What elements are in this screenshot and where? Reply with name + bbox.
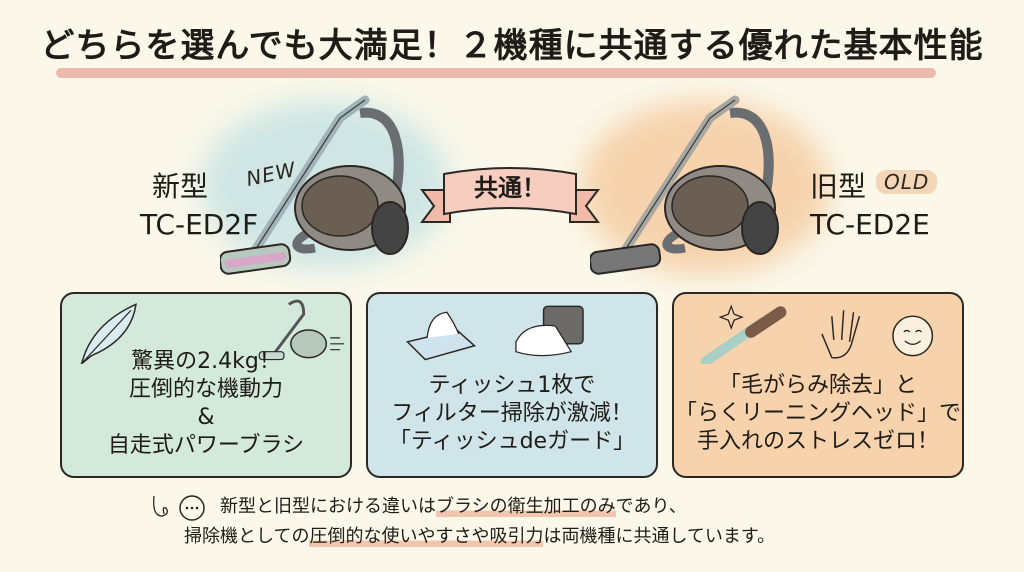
card-line: 「毛がらみ除去」と — [718, 373, 917, 398]
card-text: ティッシュ1枚で フィルター掃除が激減！ 「ティッシュdeガード」 — [368, 372, 656, 456]
ribbon-banner-icon — [420, 167, 600, 223]
card-line: 驚異の2.4kg！ — [131, 349, 281, 374]
filter-with-tissue-icon — [515, 305, 584, 357]
card-icons — [405, 305, 584, 361]
vacuum-cleaner-icon — [590, 95, 779, 275]
card-icons — [80, 299, 345, 364]
card-line: ティッシュ1枚で — [428, 373, 596, 398]
feature-card-lightweight: 驚異の2.4kg！ 圧倒的な機動力 & 自走式パワーブラシ — [60, 292, 352, 478]
new-model-kind: 新型 — [152, 170, 209, 203]
feather-icon — [80, 303, 137, 364]
new-model-code: TC-ED2F — [140, 208, 259, 241]
old-model-kind: 旧型 — [810, 170, 867, 203]
card-line: & — [197, 405, 215, 430]
feature-card-tissue-guard: ティッシュ1枚で フィルター掃除が激減！ 「ティッシュdeガード」 — [366, 292, 658, 478]
curl-decoration-icon — [153, 495, 168, 517]
speech-bubble-icon — [179, 495, 205, 521]
header: どちらを選んでも大満足！２機種に共通する優れた基本性能 — [0, 22, 1024, 70]
common-ribbon-label: 共通！ — [474, 174, 546, 202]
sparkle-icon — [718, 304, 744, 330]
title-underline — [56, 68, 936, 78]
card-line: 手入れのストレスゼロ！ — [696, 429, 939, 454]
note-icons — [153, 495, 205, 521]
vacuum-cleaner-icon — [220, 95, 409, 275]
footnote: 新型と旧型における違いはブラシの衛生加工のみであり、 掃除機としての圧倒的な使い… — [150, 492, 930, 552]
card-line: 圧倒的な機動力 — [128, 377, 283, 402]
feature-card-easy-maintenance: 「毛がらみ除去」と 「らくリーニングヘッド」で 手入れのストレスゼロ！ — [672, 292, 964, 478]
vacuum-moving-icon — [258, 299, 345, 361]
new-model-label: 新型 TC-ED2F — [140, 168, 258, 244]
hairbrush-icon — [700, 306, 787, 364]
card-icons — [700, 304, 934, 364]
old-model-code: TC-ED2E — [810, 208, 930, 241]
note-highlight: 圧倒的な使いやすさや吸引力 — [309, 526, 544, 547]
old-badge: OLD — [876, 170, 938, 194]
note-highlight: ブラシの衛生加工のみ — [436, 496, 616, 517]
note-text: 掃除機としての — [184, 526, 310, 547]
footnote-line-2: 掃除機としての圧倒的な使いやすさや吸引力は両機種に共通しています。 — [150, 522, 930, 552]
page-title: どちらを選んでも大満足！２機種に共通する優れた基本性能 — [40, 26, 984, 66]
footnote-line-1: 新型と旧型における違いはブラシの衛生加工のみであり、 — [150, 492, 930, 522]
note-text: 新型と旧型における違いは — [220, 496, 436, 517]
note-text: であり、 — [615, 496, 687, 517]
tissue-box-icon — [405, 311, 477, 361]
card-line: フィルター掃除が激減！ — [391, 401, 633, 426]
card-line: 自走式パワーブラシ — [107, 433, 305, 458]
hand-icon — [821, 310, 861, 359]
card-line: 「ティッシュdeガード」 — [388, 429, 636, 454]
card-text: 「毛がらみ除去」と 「らくリーニングヘッド」で 手入れのストレスゼロ！ — [674, 372, 962, 456]
card-text: 驚異の2.4kg！ 圧倒的な機動力 & 自走式パワーブラシ — [62, 348, 350, 460]
old-model-label: 旧型 TC-ED2E — [810, 168, 930, 244]
smiley-icon — [892, 315, 934, 357]
note-text: は両機種に共通しています。 — [543, 526, 776, 547]
card-line: 「らくリーニングヘッド」で — [674, 401, 961, 426]
